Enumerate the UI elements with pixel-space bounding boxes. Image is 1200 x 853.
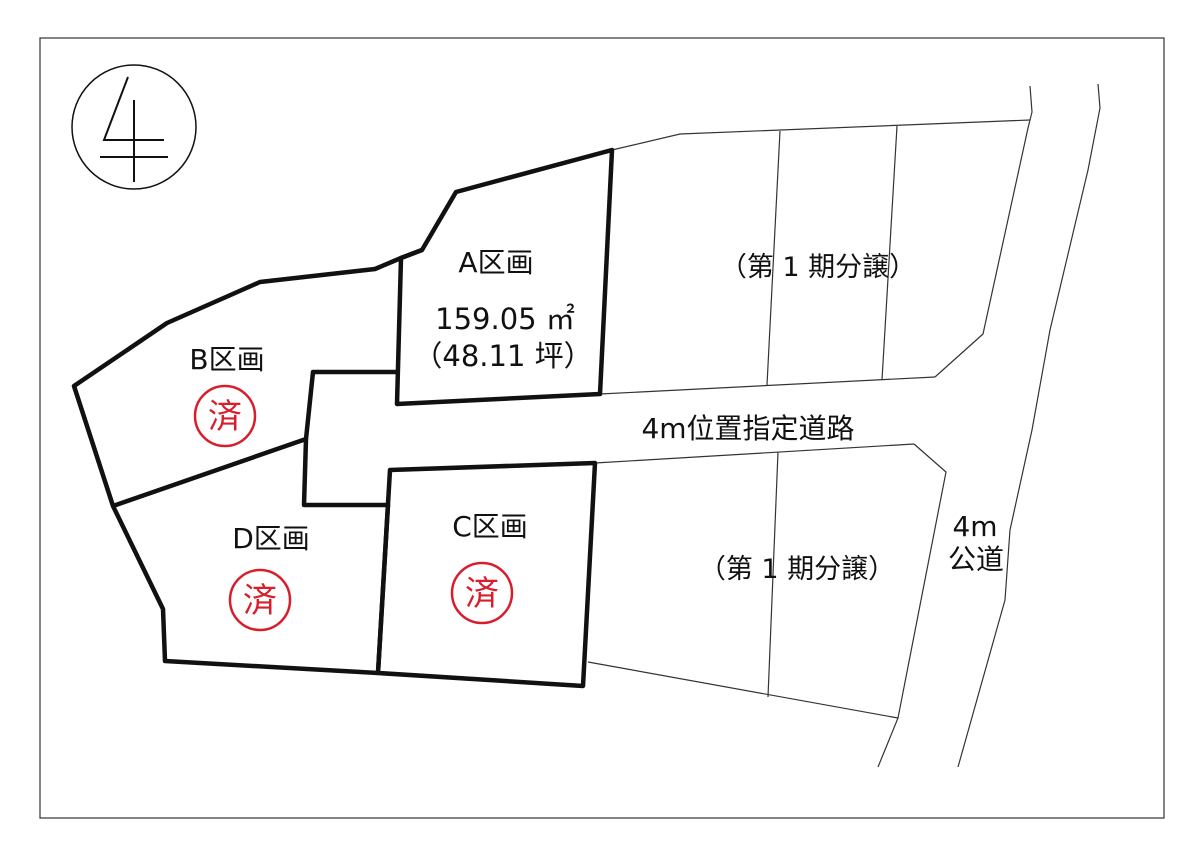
lot-d-outline — [110, 438, 391, 676]
lot-c-outline — [375, 460, 598, 689]
lot-b-stamp: 済 — [193, 384, 257, 448]
lot-d-stamp-text: 済 — [243, 581, 277, 621]
sold-stamp-icon — [450, 561, 514, 625]
lot-b-name: B区画 — [189, 343, 264, 376]
lot-c-stamp: 済 — [450, 561, 514, 625]
public-road-name: 公道 — [948, 543, 1004, 576]
lot-d-stamp: 済 — [228, 568, 292, 632]
outer-frame — [39, 37, 1165, 819]
lot-a-area-sqm: 159.05 ㎡ — [435, 302, 575, 336]
public-road-edges — [877, 83, 1101, 768]
lot-a-name: A区画 — [458, 246, 533, 279]
sold-stamp-icon — [193, 384, 257, 448]
lot-c-stamp-text: 済 — [465, 574, 499, 614]
private-road-label: 4m位置指定道路 — [641, 412, 854, 445]
north-arrow-icon — [71, 64, 197, 190]
lot-b-stamp-text: 済 — [208, 397, 242, 437]
lot-b-outline — [71, 247, 423, 509]
lot-a-area-tsubo: （48.11 坪） — [413, 339, 592, 373]
phase-lower-label: （第 1 期分譲） — [699, 554, 895, 585]
public-road-width: 4m — [952, 510, 997, 543]
lot-d-name: D区画 — [232, 522, 310, 555]
lot-c-name: C区画 — [452, 510, 528, 543]
lower-phase-parcels — [587, 443, 915, 719]
phase-upper-label: （第 1 期分譲） — [720, 252, 916, 283]
sold-stamp-icon — [228, 568, 292, 632]
upper-phase-parcels — [599, 119, 1031, 395]
